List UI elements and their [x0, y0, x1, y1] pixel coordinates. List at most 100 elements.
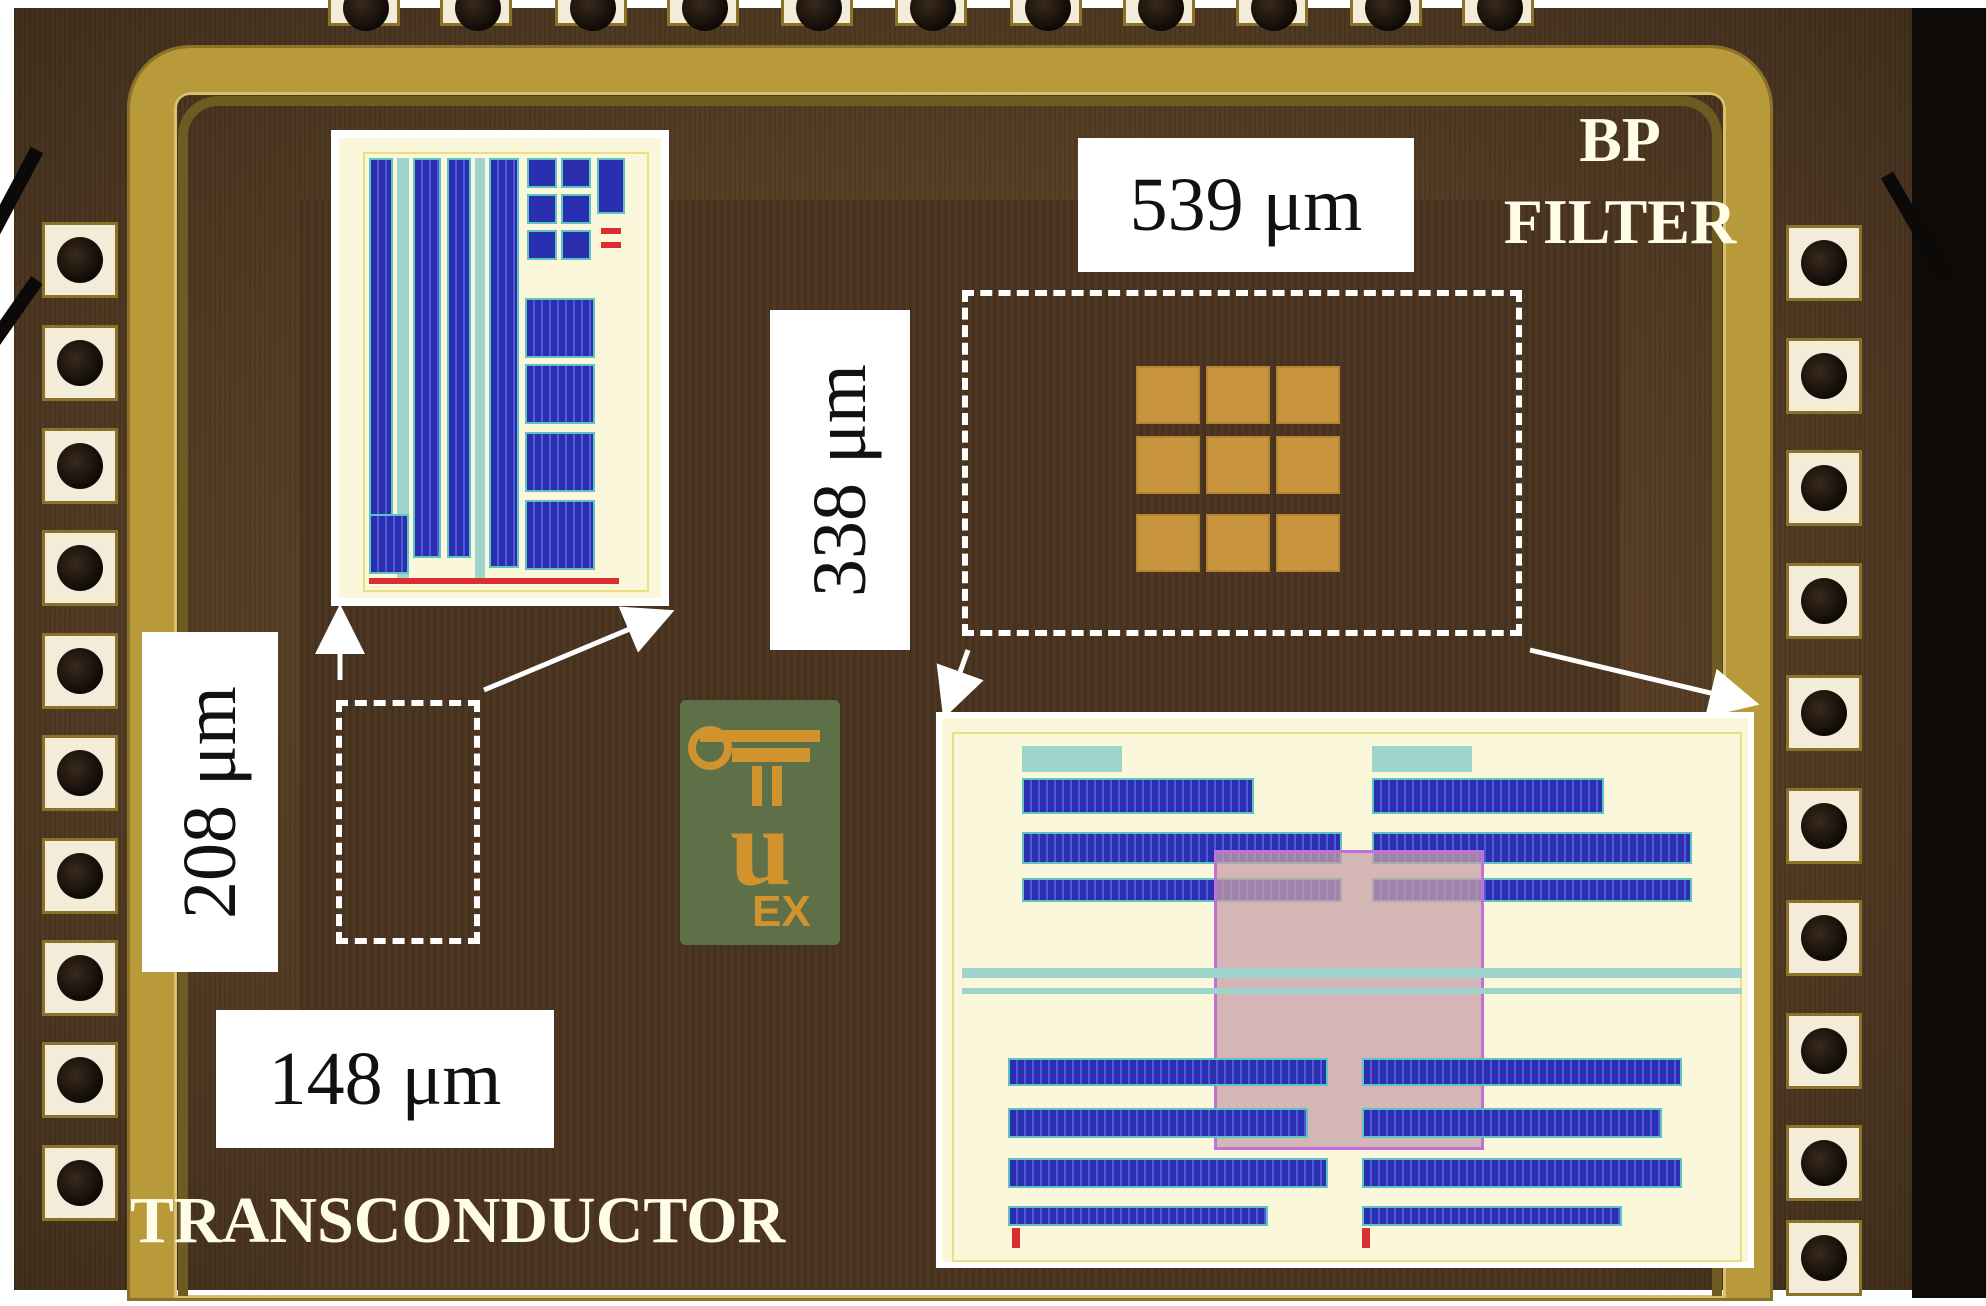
capacitor-block	[1214, 850, 1484, 1150]
transistor-cell	[561, 230, 591, 260]
metal-block	[1372, 746, 1472, 772]
bond-pad	[1786, 900, 1862, 976]
bp-filter-caption-line2: FILTER	[1503, 186, 1737, 257]
bond-pad	[328, 0, 400, 31]
bond-pad	[42, 735, 118, 811]
transistor-row	[1362, 1058, 1682, 1086]
capacitor-cell	[1276, 514, 1340, 572]
bond-pad	[42, 1145, 118, 1221]
transistor-cell	[561, 194, 591, 224]
dimension-text: 148 μm	[268, 1036, 502, 1121]
bp-filter-caption-line1: BP	[1579, 104, 1661, 175]
bond-pad	[1786, 1220, 1862, 1296]
metal-bus	[962, 968, 1742, 978]
transistor-row	[1008, 1108, 1308, 1138]
bond-pad	[42, 530, 118, 606]
transistor-cell	[561, 158, 591, 188]
capacitor-cell	[1206, 366, 1270, 424]
bond-pad	[1350, 0, 1422, 31]
transconductor-caption: TRANSCONDUCTOR	[130, 1184, 786, 1257]
layout-boundary	[952, 732, 1742, 1262]
dimension-text: 208 μm	[167, 685, 252, 919]
bond-pad	[42, 428, 118, 504]
bond-pad	[555, 0, 627, 31]
transistor-cell	[527, 158, 557, 188]
contact	[601, 242, 621, 248]
bond-pad	[781, 0, 853, 31]
transistor-row	[1362, 1206, 1622, 1226]
metal-rail	[397, 158, 409, 578]
capacitor-cell	[1276, 366, 1340, 424]
transistor-block	[369, 514, 409, 574]
bond-pad	[1786, 788, 1862, 864]
dimension-label-539: 539 μm	[1078, 138, 1414, 272]
metal-seal-ring	[130, 48, 1770, 1298]
bond-pad	[667, 0, 739, 31]
bond-pad	[1010, 0, 1082, 31]
transistor-block	[489, 158, 519, 568]
bond-pad	[1786, 1013, 1862, 1089]
dimension-text: 338 μm	[797, 363, 882, 597]
capacitor-cell	[1136, 436, 1200, 494]
bond-pad	[42, 325, 118, 401]
bp-filter-caption: BP FILTER	[1460, 108, 1780, 254]
logo-letter: u	[730, 786, 792, 908]
capacitor-cell	[1136, 366, 1200, 424]
bond-pad	[1786, 338, 1862, 414]
transistor-cell	[527, 230, 557, 260]
metal-bus	[962, 988, 1742, 994]
metal-block	[1022, 746, 1122, 772]
contact	[601, 228, 621, 234]
transistor-block	[447, 158, 471, 558]
bp-filter-region-box	[962, 290, 1522, 636]
contact	[1362, 1228, 1370, 1248]
dimension-text: 539 μm	[1129, 162, 1363, 247]
transistor-row	[1372, 778, 1604, 814]
capacitor-cell	[1136, 514, 1200, 572]
transistor-block	[525, 432, 595, 492]
transistor-row	[1008, 1158, 1328, 1188]
bond-pad	[1786, 225, 1862, 301]
metal-rail	[475, 158, 485, 578]
logo-column-icon	[688, 726, 820, 806]
transistor-row	[1362, 1108, 1662, 1138]
transistor-cell	[597, 158, 625, 214]
transistor-block	[525, 500, 595, 570]
transistor-row	[1022, 778, 1254, 814]
university-logo: u EX	[680, 700, 840, 945]
transconductor-region-box	[336, 700, 480, 944]
bond-pad	[1786, 450, 1862, 526]
bond-pad	[1786, 675, 1862, 751]
bond-pad	[440, 0, 512, 31]
bond-pad	[1462, 0, 1534, 31]
transistor-row	[1008, 1206, 1268, 1226]
transistor-cell	[527, 194, 557, 224]
bond-pad	[1123, 0, 1195, 31]
contact-strip	[369, 578, 619, 584]
dimension-label-148: 148 μm	[216, 1010, 554, 1148]
bond-pad	[1786, 1125, 1862, 1201]
logo-text: EX	[752, 887, 811, 936]
transistor-row	[1362, 1158, 1682, 1188]
bond-pad	[895, 0, 967, 31]
capacitor-cell	[1206, 436, 1270, 494]
transconductor-layout-inset	[331, 130, 669, 606]
bond-pad	[1786, 563, 1862, 639]
bond-pad	[42, 633, 118, 709]
transistor-block	[413, 158, 441, 558]
transistor-block	[525, 298, 595, 358]
capacitor-cell	[1276, 436, 1340, 494]
dimension-label-208: 208 μm	[142, 632, 278, 972]
contact	[1012, 1228, 1020, 1248]
die-edge-shadow	[1912, 8, 1986, 1298]
bp-filter-layout-inset	[936, 712, 1754, 1268]
bond-pad	[42, 940, 118, 1016]
dimension-label-338: 338 μm	[770, 310, 910, 650]
capacitor-cell	[1206, 514, 1270, 572]
bond-pad	[1236, 0, 1308, 31]
bond-pad	[42, 838, 118, 914]
transistor-block	[525, 364, 595, 424]
transistor-row	[1008, 1058, 1328, 1086]
bond-pad	[42, 1042, 118, 1118]
transistor-block	[369, 158, 393, 528]
